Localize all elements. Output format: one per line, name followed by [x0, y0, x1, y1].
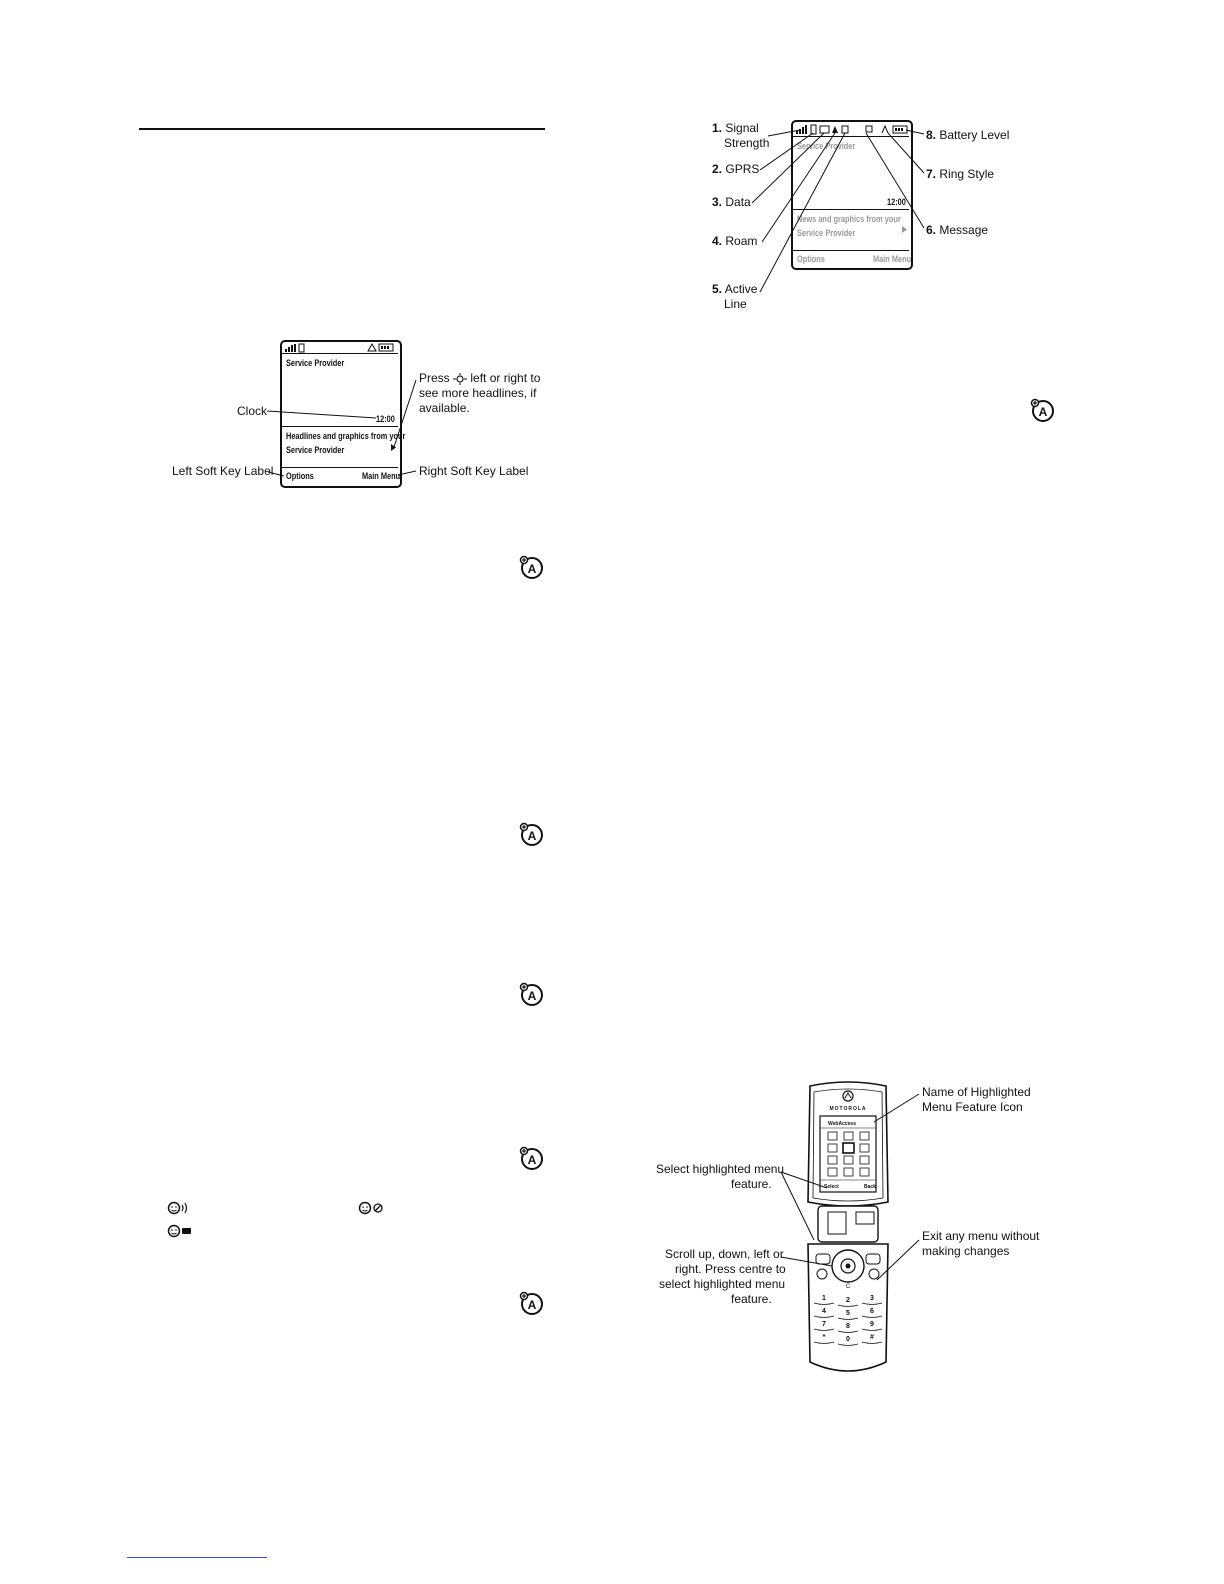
- vibrate-ring-icon: [167, 1201, 188, 1215]
- section-rule: [139, 128, 545, 130]
- status-news-2: Service Provider: [797, 228, 856, 238]
- callout-scroll-3: select highlighted menu: [659, 1277, 786, 1291]
- nav-key-icon: [453, 372, 468, 385]
- callout-exit-1: Exit any menu without: [922, 1229, 1040, 1243]
- battery-icon: [367, 342, 394, 352]
- callout-scroll-2: right. Press centre to: [675, 1262, 786, 1276]
- home-headline-2: Service Provider: [286, 445, 345, 455]
- home-left-soft-key[interactable]: Options: [286, 471, 314, 481]
- network-feature-icon: A: [519, 1146, 543, 1170]
- svg-text:3: 3: [870, 1295, 874, 1302]
- callout-left-soft-key: Left Soft Key Label: [172, 464, 274, 478]
- home-status-divider: [282, 353, 398, 354]
- callout-ring-style: 7. Ring Style: [926, 167, 995, 181]
- callout-gprs: 2. GPRS: [712, 162, 760, 176]
- status-clock: 12:00: [887, 197, 906, 207]
- network-feature-icon: A: [1030, 398, 1054, 422]
- home-service-provider: Service Provider: [286, 358, 345, 368]
- svg-text:6: 6: [870, 1308, 874, 1315]
- signal-strength-icon: [285, 343, 305, 353]
- status-softkey-divider: [793, 250, 909, 251]
- svg-text:*: *: [823, 1334, 826, 1341]
- callout-roam: 4. Roam: [712, 234, 758, 248]
- callout-signal-strength-2: Strength: [724, 136, 770, 150]
- svg-text:5: 5: [846, 1310, 850, 1317]
- callout-exit-2: making changes: [922, 1244, 1010, 1258]
- callout-signal-strength: 1. Signal: [712, 121, 759, 135]
- network-feature-icon: A: [519, 822, 543, 846]
- home-right-soft-key[interactable]: Main Menu: [362, 471, 401, 481]
- callout-press-3: see more headlines, if: [419, 386, 537, 400]
- svg-text:A: A: [528, 562, 537, 576]
- status-left-soft-key[interactable]: Options: [797, 254, 825, 264]
- svg-text:7: 7: [822, 1321, 826, 1328]
- svg-text:A: A: [528, 989, 537, 1003]
- status-top-divider: [793, 136, 909, 137]
- callout-message: 6. Message: [926, 223, 989, 237]
- silent-icon: [358, 1201, 383, 1215]
- status-clock-divider: [793, 209, 909, 210]
- home-clock: 12:00: [376, 414, 395, 424]
- svg-text:A: A: [528, 829, 537, 843]
- callout-press-4: available.: [419, 401, 470, 415]
- network-feature-icon: A: [519, 555, 543, 579]
- flip-phone-illustration: MOTOROLA WebAccess Select Back C 1 2 3: [807, 1081, 889, 1372]
- status-right-soft-key[interactable]: Main Menu: [873, 254, 912, 264]
- svg-text:#: #: [870, 1334, 874, 1341]
- scroll-right-arrow-icon: [391, 444, 396, 451]
- phone-brand-label: MOTOROLA: [829, 1106, 866, 1112]
- alert-off-icon: [167, 1224, 191, 1238]
- svg-text:9: 9: [870, 1321, 874, 1328]
- home-softkey-divider: [282, 467, 398, 468]
- home-clock-divider: [282, 426, 398, 427]
- phone-menu-title: WebAccess: [828, 1121, 856, 1127]
- phone-right-soft-label: Back: [864, 1184, 876, 1190]
- callout-scroll-4: feature.: [731, 1292, 772, 1306]
- callout-right-soft-key: Right Soft Key Label: [419, 464, 529, 478]
- svg-text:A: A: [1039, 405, 1048, 419]
- callout-battery-level: 8. Battery Level: [926, 128, 1010, 142]
- callout-select-2: feature.: [731, 1177, 772, 1191]
- home-headline-1: Headlines and graphics from your: [286, 431, 406, 441]
- footer-rule: [127, 1557, 267, 1558]
- callout-press-rest: left or right to: [470, 371, 541, 385]
- callout-active-line-2: Line: [724, 297, 747, 311]
- svg-text:A: A: [528, 1298, 537, 1312]
- svg-text:A: A: [528, 1153, 537, 1167]
- svg-text:C: C: [846, 1284, 851, 1290]
- callout-data: 3. Data: [712, 195, 751, 209]
- svg-text:0: 0: [846, 1336, 850, 1343]
- network-feature-icon: A: [519, 1291, 543, 1315]
- status-scroll-arrow-icon: [902, 226, 907, 233]
- callout-press-1: Press left or right to: [419, 371, 540, 386]
- callout-select-1: Select highlighted menu: [656, 1162, 785, 1176]
- callout-scroll-1: Scroll up, down, left or: [665, 1247, 784, 1261]
- status-news-1: News and graphics from your: [797, 214, 901, 224]
- network-feature-icon: A: [519, 982, 543, 1006]
- status-screen-frame: [791, 120, 913, 270]
- callout-name-highlighted-2: Menu Feature Icon: [922, 1100, 1023, 1114]
- svg-text:4: 4: [822, 1308, 826, 1315]
- callout-clock: Clock: [237, 404, 268, 418]
- svg-text:1: 1: [822, 1295, 826, 1302]
- svg-text:2: 2: [846, 1297, 850, 1304]
- svg-text:8: 8: [846, 1323, 850, 1330]
- callout-active-line: 5. Active: [712, 282, 758, 296]
- phone-left-soft-label: Select: [824, 1184, 839, 1190]
- callout-press-word: Press: [419, 371, 450, 385]
- callout-name-highlighted-1: Name of Highlighted: [922, 1085, 1031, 1099]
- home-screen-frame: [280, 340, 402, 488]
- status-bar-icons: [796, 124, 908, 135]
